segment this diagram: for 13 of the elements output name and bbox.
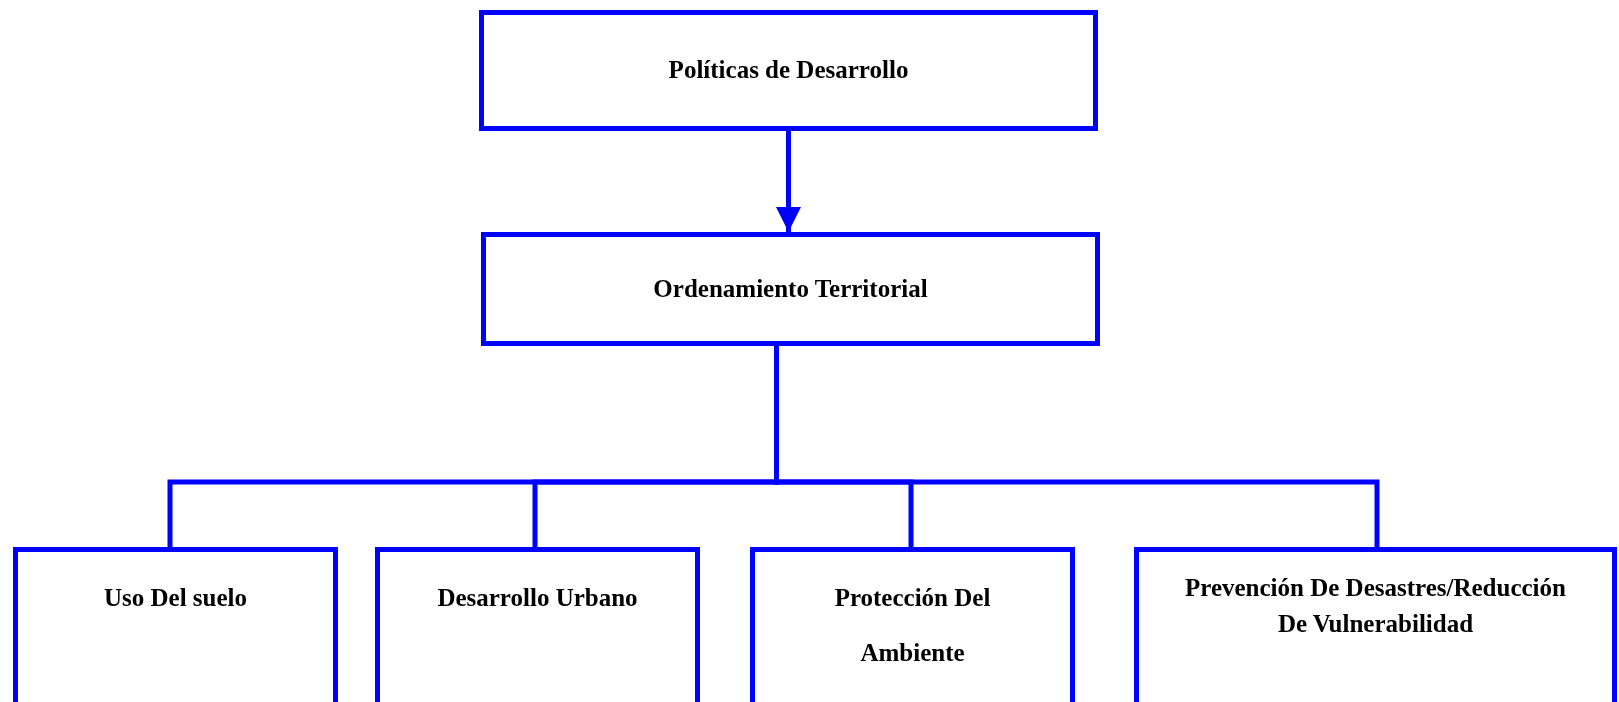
process-box: [13, 547, 338, 702]
process-box: [479, 10, 1098, 131]
box-label: Uso Del suelo: [103, 583, 248, 613]
box-label: Prevención De Desastres/Reducción De Vulnerabilidad: [1184, 573, 1567, 640]
process-box: [750, 547, 1075, 702]
box-label: Protección Del Ambiente: [833, 583, 992, 668]
arrow: [776, 131, 801, 232]
box-label: Ordenamiento Territorial: [653, 273, 928, 304]
box-label: Políticas de Desarrollo: [668, 55, 909, 86]
process-box: [375, 547, 700, 702]
process-box: [481, 232, 1100, 346]
box-label: Desarrollo Urbano: [437, 583, 638, 613]
process-box: [1134, 547, 1617, 702]
